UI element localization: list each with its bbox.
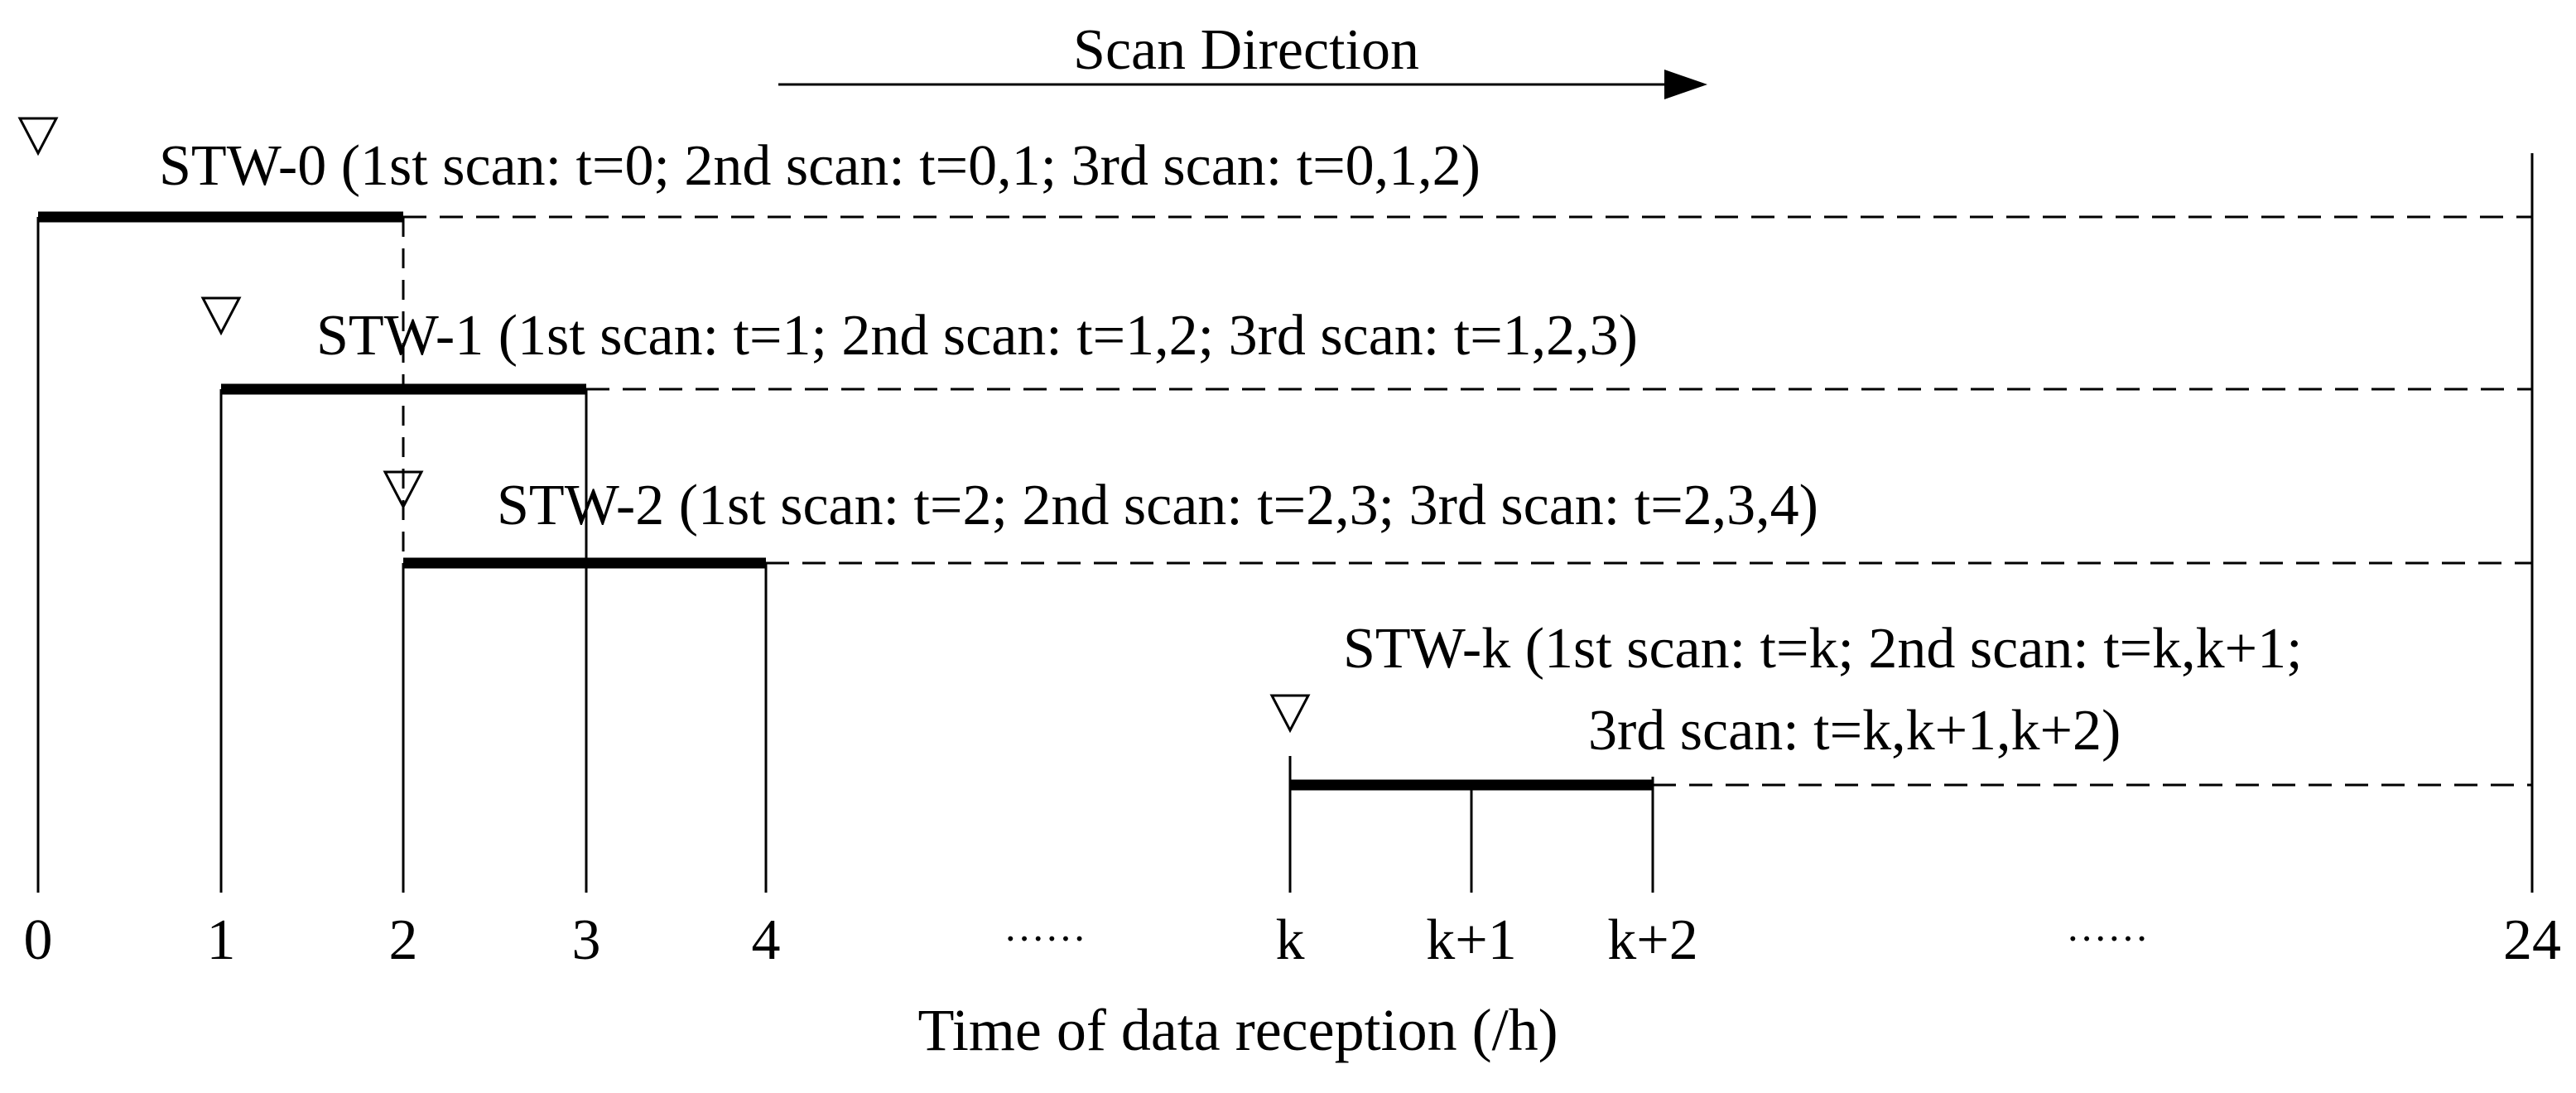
window-label: STW-0 (1st scan: t=0; 2nd scan: t=0,1; 3… [159, 134, 1481, 198]
tick-label: 2 [389, 908, 418, 972]
tick-label: k+2 [1607, 908, 1697, 972]
tick-label: 1 [207, 908, 236, 972]
tick-label: 3 [572, 908, 601, 972]
axis-ellipsis: ······ [1004, 915, 1086, 961]
down-triangle-icon [17, 117, 59, 156]
tick-label: 0 [24, 908, 53, 972]
tick-label: 24 [2503, 908, 2561, 972]
arrow-head-icon [1664, 70, 1707, 99]
tick-label: 4 [752, 908, 781, 972]
axis-title: Time of data reception (/h) [917, 997, 1558, 1063]
window-stw-k: STW-k (1st scan: t=k; 2nd scan: t=k,k+1;… [1269, 617, 2532, 893]
tick-label: k [1276, 908, 1305, 972]
window-stw-1: STW-1 (1st scan: t=1; 2nd scan: t=1,2; 3… [200, 296, 2532, 893]
window-label: STW-2 (1st scan: t=2; 2nd scan: t=2,3; 3… [497, 474, 1818, 537]
down-triangle-icon [200, 296, 242, 336]
scan-direction-label: Scan Direction [1073, 18, 1419, 82]
axis-tick-labels: 0 1 2 3 4 k k+1 k+2 24 ······ ······ [24, 908, 2562, 972]
window-label-line-2: 3rd scan: t=k,k+1,k+2) [1588, 699, 2121, 763]
tick-label: k+1 [1426, 908, 1516, 972]
scan-direction-arrow [778, 70, 1707, 99]
window-label-line-1: STW-k (1st scan: t=k; 2nd scan: t=k,k+1; [1343, 617, 2303, 681]
axis-ellipsis: ······ [2066, 915, 2149, 961]
down-triangle-icon [1269, 694, 1311, 734]
window-label: STW-1 (1st scan: t=1; 2nd scan: t=1,2; 3… [316, 304, 1638, 368]
window-stw-2: STW-2 (1st scan: t=2; 2nd scan: t=2,3; 3… [383, 217, 2532, 893]
window-stw-0: STW-0 (1st scan: t=0; 2nd scan: t=0,1; 3… [17, 117, 2532, 893]
